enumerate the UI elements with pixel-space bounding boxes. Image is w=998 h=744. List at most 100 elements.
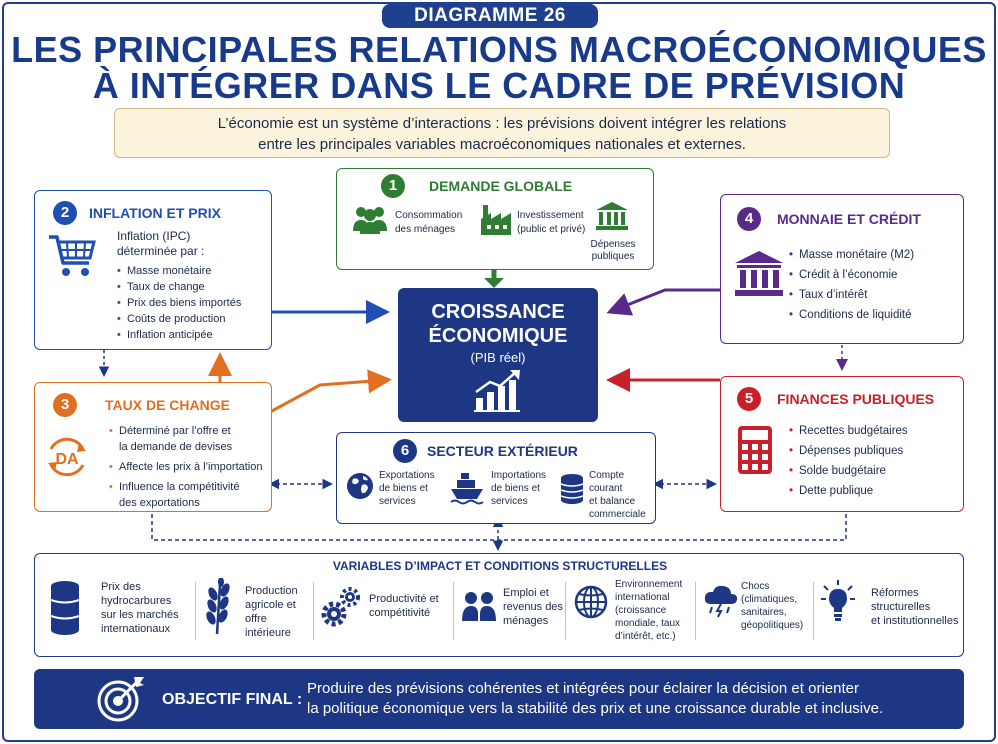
calculator-icon [738,426,772,474]
reformes-line: structurelles [871,601,931,613]
invest-label: Investissement (public et privé) [517,209,585,237]
diagram-badge: DIAGRAMME 26 [382,4,598,28]
env-line: Environnement [615,579,683,590]
inflation-title: INFLATION ET PRIX [89,205,221,221]
government-building-icon [596,202,628,230]
list-item: Prix des biens importés [117,295,241,311]
change-item-1-line-2: la demande de devises [119,441,233,453]
chocs-text: Chocs (climatiques, sanitaires, géopolit… [741,580,803,632]
monnaie-title: MONNAIE ET CRÉDIT [777,211,921,227]
title-line-2: À INTÉGRER DANS LE CADRE DE PRÉVISION [92,65,906,106]
separator [313,582,314,640]
monnaie-number: 4 [737,207,761,231]
croissance-line-2: ÉCONOMIQUE [428,325,568,347]
globe-icon [347,473,373,499]
list-item: Taux de change [117,279,241,295]
wheat-icon [206,578,230,635]
emploi-line: Emploi et [503,587,549,599]
gears-icon [321,587,360,627]
inflation-sub-line-1: Inflation (IPC) [117,229,191,243]
inflation-sub-line-2: déterminée par : [117,244,205,258]
impact-hydrocarbures: Prix des hydrocarbures sur les marchés i… [49,576,179,652]
hydro-line: internationaux [101,623,171,635]
croissance-sub: (PIB réel) [470,350,526,365]
env-line: (croissance [615,605,667,616]
croissance-title: CROISSANCE ÉCONOMIQUE [398,300,598,348]
chocs-line: sanitaires, [741,607,787,618]
prod-line: compétitivité [369,607,431,619]
conso-line-1: Consommation [395,210,463,221]
agri-line: offre intérieure [245,613,291,639]
objectif-text: Produire des prévisions cohérentes et in… [307,679,883,719]
hydro-line: hydrocarbures [101,595,172,607]
separator [453,582,454,640]
exterieur-number: 6 [393,439,417,463]
inflation-list: Masse monétaire Taux de change Prix des … [117,263,241,343]
people-icon [353,207,387,234]
change-item-3-line-1: Influence la compétitivité [119,481,240,493]
emploi-text: Emploi et revenus des ménages [503,586,563,628]
intro-line-2: entre les principales variables macroéco… [258,136,746,153]
impact-environnement: Environnement international (croissance … [573,576,703,652]
impact-panel: VARIABLES D’IMPACT ET CONDITIONS STRUCTU… [34,553,964,657]
impact-chocs: Chocs (climatiques, sanitaires, géopolit… [703,576,823,652]
page-title: LES PRINCIPALES RELATIONS MACROÉCONOMIQU… [0,32,998,104]
chocs-line: géopolitiques) [741,620,804,631]
exp-line-3: services [379,496,416,507]
bank-icon [735,251,783,296]
finances-title: FINANCES PUBLIQUES [777,391,935,407]
finances-box: 5 FINANCES PUBLIQUES Recettes budgétaire… [720,376,964,512]
env-line: mondiale, taux [615,618,681,629]
hydro-line: sur les marchés [101,609,179,621]
change-list: Déterminé par l’offre et la demande de de… [109,423,262,511]
hydro-text: Prix des hydrocarbures sur les marchés i… [101,580,179,636]
invest-line-2: (public et privé) [517,224,586,235]
separator [813,582,814,640]
cc-line-3: commerciale [589,509,646,520]
impact-productivite: Productivité et compétitivité [319,576,459,652]
exp-line-1: Exportations [379,470,435,481]
objectif-line-2: la politique économique vers la stabilit… [307,700,884,717]
arrow-change-croissance [269,369,392,414]
list-item: Taux d’intérêt [789,285,914,305]
emploi-line: ménages [503,615,549,627]
reformes-line: Réformes [871,587,919,599]
arrow-demand-head [484,278,504,288]
world-grid-icon [574,585,608,619]
agri-text: Production agricole et offre intérieure [245,584,313,640]
currency-exchange-icon: DA [48,437,86,477]
depenses-line-2: publiques [591,251,635,262]
arrow-monnaie-croissance [606,288,720,316]
objectif-line-1: Produire des prévisions cohérentes et in… [307,680,859,697]
growth-chart-icon [474,370,520,412]
list-item: Inflation anticipée [117,327,241,343]
inflation-subtitle: Inflation (IPC) déterminée par : [117,229,204,259]
imp-line-3: services [491,496,528,507]
users-icon [462,592,496,621]
impact-emploi: Emploi et revenus des ménages [461,576,579,652]
change-title: TAUX DE CHANGE [105,397,230,413]
imp-line-1: Importations [491,470,547,481]
reformes-text: Réformes structurelles et institutionnel… [871,586,958,628]
change-item-3-line-2: des exportations [119,497,200,509]
separator [565,582,566,640]
hydro-line: Prix des [101,581,141,593]
change-item-1-line-1: Déterminé par l’offre et [119,425,231,437]
objectif-label: OBJECTIF FINAL : [162,691,303,708]
prod-line: Productivité et [369,593,439,605]
chocs-line: Chocs [741,581,770,592]
compte-courant-label: Compte courant et balance commerciale [589,469,655,521]
list-item: Coûts de production [117,311,241,327]
reformes-line: et institutionnelles [871,615,959,627]
separator [695,582,696,640]
finances-list: Recettes budgétaires Dépenses publiques … [789,421,908,501]
depenses-line-1: Dépenses [590,239,636,250]
intro-line-1: L’économie est un système d’interactions… [217,115,787,132]
env-line: d’intérêt, etc.) [615,631,676,642]
change-number: 3 [53,393,77,417]
lightbulb-icon [821,580,855,621]
objectif-bar: OBJECTIF FINAL : Produire des prévisions… [34,669,964,729]
agri-line: agricole et [245,599,296,611]
coins-icon [560,474,584,504]
